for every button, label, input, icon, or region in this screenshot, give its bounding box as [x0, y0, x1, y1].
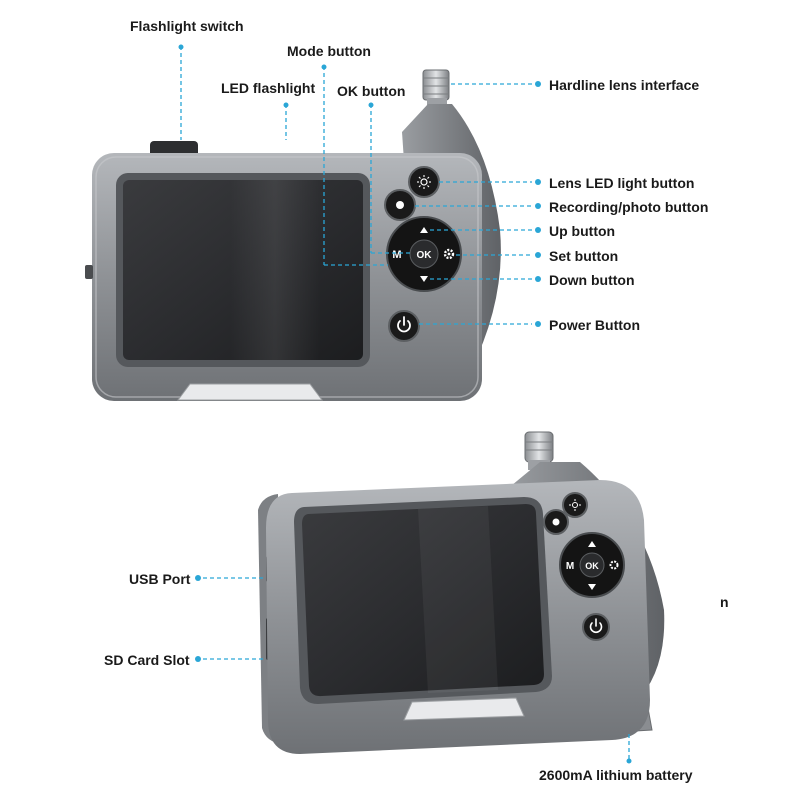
label-ok-button: OK button	[337, 83, 406, 99]
lens-led-light-button-angled[interactable]	[562, 492, 588, 518]
ok-button-label: OK	[417, 250, 433, 261]
hardline-lens-connector	[422, 69, 450, 108]
recording-photo-button[interactable]	[384, 189, 416, 221]
mode-button-label[interactable]: M	[392, 249, 401, 261]
power-button[interactable]	[388, 310, 420, 342]
lens-led-light-button[interactable]	[408, 166, 440, 198]
label-hardline-lens-interface: Hardline lens interface	[549, 77, 700, 93]
up-arrow-icon-angled[interactable]	[588, 541, 596, 547]
callout-dots	[178, 44, 632, 764]
label-usb-port: USB Port	[129, 571, 191, 587]
navigation-keypad: OK M	[386, 216, 462, 292]
side-jack	[85, 265, 93, 279]
ok-button-label-angled: OK	[585, 561, 599, 571]
label-flashlight-switch: Flashlight switch	[130, 18, 244, 34]
up-arrow-icon[interactable]	[420, 227, 428, 233]
power-button-angled[interactable]	[582, 613, 610, 641]
label-led-flashlight: LED flashlight	[221, 80, 316, 96]
label-mode-button: Mode button	[287, 43, 371, 59]
label-lens-led-light-button: Lens LED light button	[549, 175, 695, 191]
down-arrow-icon-angled[interactable]	[588, 584, 596, 590]
label-set-button: Set button	[549, 248, 619, 264]
label-stray-letter: n	[720, 594, 729, 610]
bottom-light-bar-angled	[403, 697, 525, 721]
ok-button-angled[interactable]	[579, 552, 605, 578]
label-sd-card-slot: SD Card Slot	[104, 652, 190, 668]
screen-angled	[302, 504, 544, 697]
callout-lines	[180, 46, 630, 760]
gear-icon-angled[interactable]	[609, 560, 619, 570]
record-dot-icon	[396, 201, 404, 209]
navigation-keypad-angled: OK M	[559, 532, 625, 598]
label-up-button: Up button	[549, 223, 616, 239]
label-lithium-battery: 2600mA lithium battery	[539, 767, 693, 783]
power-icon	[397, 320, 411, 333]
label-recording-photo-button: Recording/photo button	[549, 199, 709, 215]
sun-icon	[420, 178, 428, 186]
label-power-button: Power Button	[549, 317, 640, 333]
bottom-light-bar	[177, 383, 323, 401]
recording-photo-button-angled[interactable]	[543, 509, 569, 535]
device-angled-view: OK M	[258, 431, 665, 754]
device-front-view: OK M	[85, 69, 501, 401]
ok-button[interactable]	[409, 239, 439, 269]
mode-button-label-angled[interactable]: M	[566, 561, 574, 572]
label-down-button: Down button	[549, 272, 635, 288]
gear-icon[interactable]	[443, 248, 455, 260]
down-arrow-icon[interactable]	[420, 276, 428, 282]
